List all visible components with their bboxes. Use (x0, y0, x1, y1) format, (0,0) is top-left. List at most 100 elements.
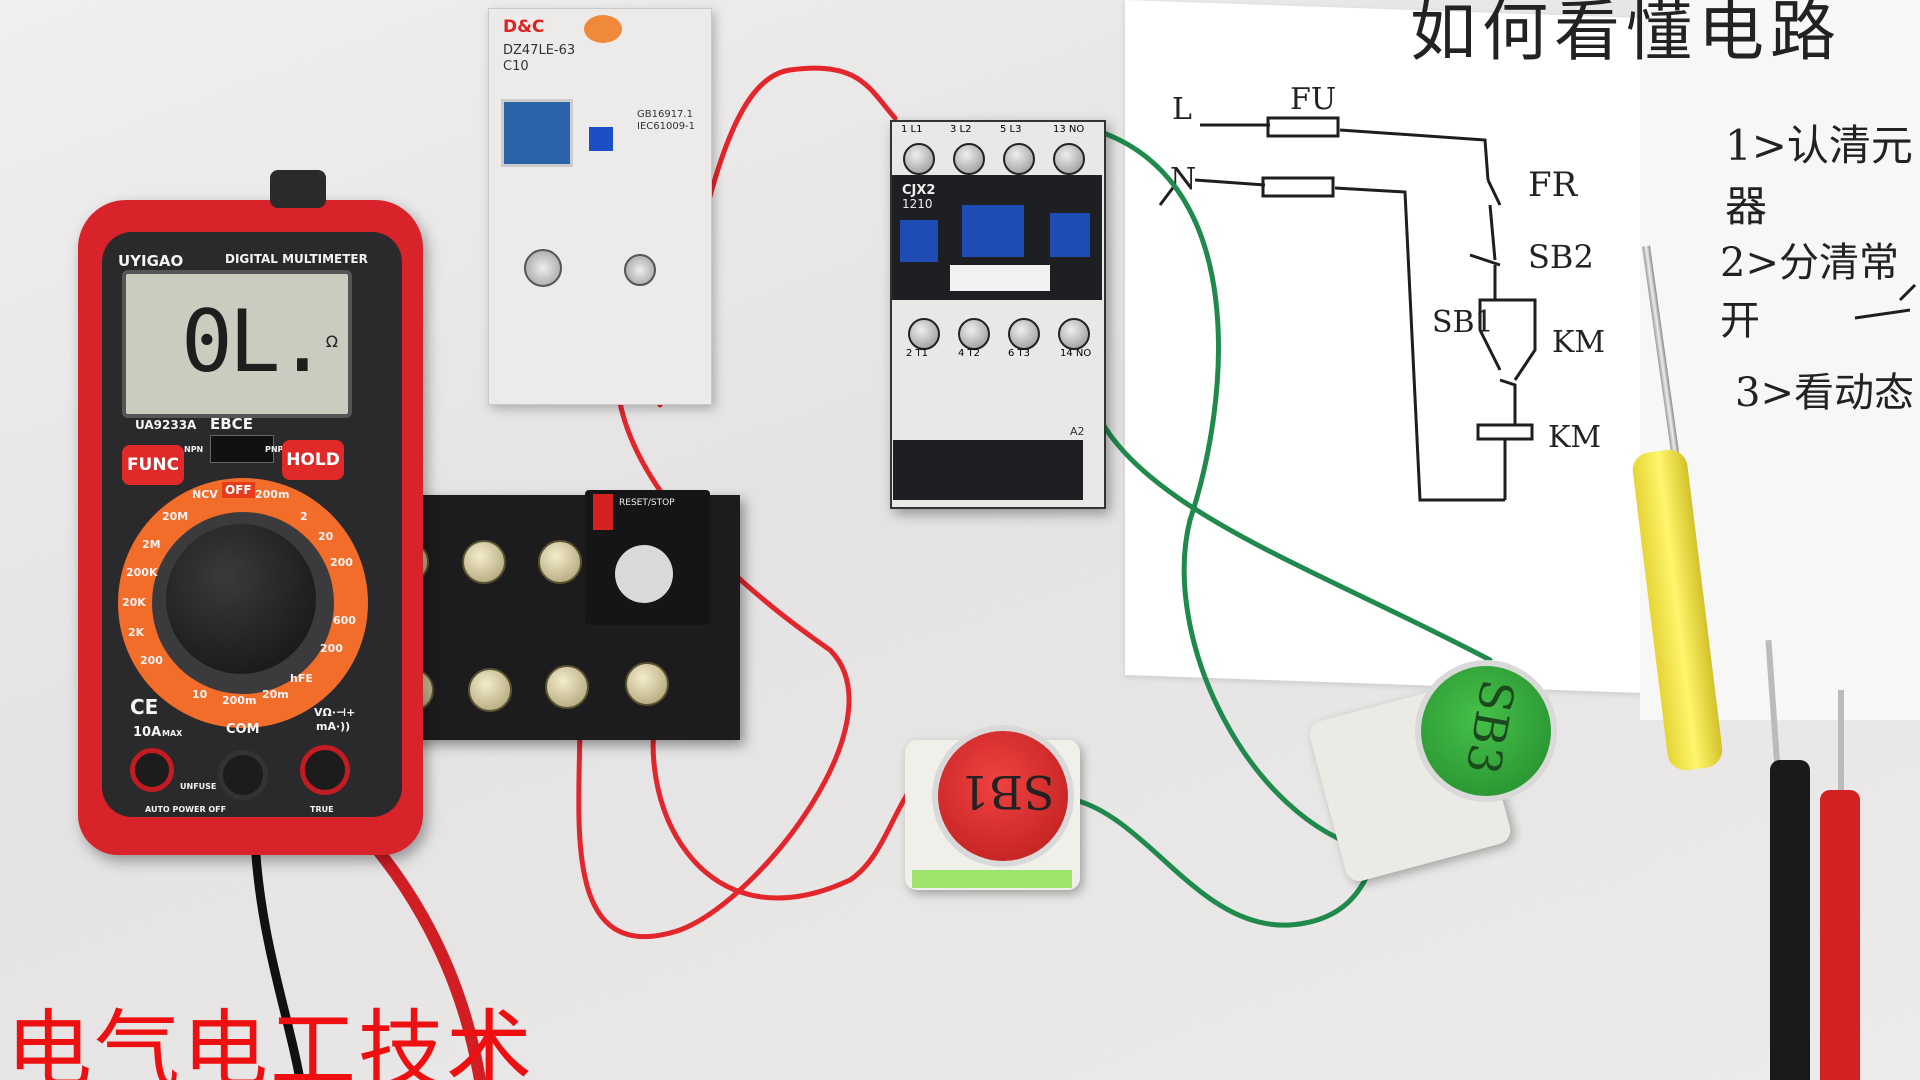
wire-red-to-sb1 (650, 692, 913, 901)
contactor-blue-tab-2 (962, 205, 1024, 257)
sb1-cap-label: SB1 (960, 765, 1055, 819)
lcd-unit: Ω (325, 332, 338, 351)
breaker-brand: D&C (503, 17, 545, 37)
reset-button[interactable] (593, 494, 613, 530)
breaker-standard-1: GB16917.1 (637, 109, 693, 120)
terminal-2-t1: 2 T1 (906, 348, 929, 359)
contactor-blue-tab-1 (900, 220, 938, 262)
contactor-screw (958, 318, 990, 350)
dial-200K: 200K (126, 566, 158, 579)
true-rms-note: TRUE (310, 805, 334, 814)
terminal-1-l1: 1 L1 (901, 124, 923, 135)
dial-2K: 2K (128, 626, 145, 639)
breaker-model: DZ47LE-63 (503, 43, 576, 58)
multimeter-top-cap (270, 170, 326, 208)
test-button[interactable] (584, 15, 622, 43)
schematic-label-fuse: FU (1290, 82, 1337, 117)
schematic-label-sb2: SB2 (1528, 238, 1594, 276)
contactor-label-strip (950, 265, 1050, 291)
jack-10a-max: MAX (162, 729, 183, 738)
breaker-standard-2: IEC61009-1 (637, 121, 696, 132)
jack-com-label: COM (226, 722, 260, 737)
contactor-screw (1058, 318, 1090, 350)
dial-20m: 20m (262, 688, 289, 701)
schematic-label-km-contact: KM (1552, 325, 1606, 360)
sb3-cap-label: SB3 (1455, 675, 1526, 779)
paper-step-2: 2>分清常开 (1720, 240, 1899, 344)
lcd-reading: 0L. (181, 292, 328, 392)
wire-green-coil-sb3 (1082, 377, 1493, 663)
paper-heading: 如何看懂电路 (1410, 0, 1842, 70)
sb1-stop-button[interactable]: SB1 (932, 725, 1074, 867)
jack-ma-label: mA·)) (316, 720, 351, 733)
range-selector-knob[interactable] (166, 524, 316, 674)
relay-terminal-screw (625, 662, 669, 706)
dial-20: 20 (318, 530, 334, 543)
unfused-note: UNFUSE (180, 782, 217, 791)
jack-v-ohm[interactable] (300, 745, 350, 795)
multimeter-model: UA9233A (135, 418, 197, 432)
dial-200-a: 200 (320, 642, 343, 655)
wire-red-relay-loop (576, 287, 852, 940)
terminal-5-l3: 5 L3 (1000, 124, 1022, 135)
contactor-coil-label: A2 (1070, 425, 1085, 438)
jack-10a[interactable] (130, 748, 174, 792)
lead-black (250, 835, 305, 1080)
jack-v-label: VΩ·⊣+ (314, 706, 356, 719)
breaker-indicator (589, 127, 613, 151)
contactor-model-sub: 1210 (902, 197, 933, 211)
contactor-screw (1003, 143, 1035, 175)
npn-label: NPN (184, 445, 204, 454)
dial-200-ohm: 200 (140, 654, 163, 667)
schematic-label-n: N (1170, 162, 1197, 197)
schematic-label-fr: FR (1528, 165, 1578, 205)
contactor-base (893, 440, 1083, 500)
terminal-13-no: 13 NO (1053, 124, 1085, 135)
multimeter-brand: UYIGAO (118, 252, 184, 270)
paper-step-3: 3>看动态 (1735, 370, 1914, 416)
contactor-top-terminal-labels: 1 L1 3 L2 5 L3 13 NO (895, 124, 1100, 140)
contactor-screw (1008, 318, 1040, 350)
current-adjust-dial[interactable] (615, 545, 673, 603)
terminal-6-t3: 6 T3 (1008, 348, 1031, 359)
paper-step-1: 1>认清元器 (1725, 121, 1913, 231)
dial-200m: 200m (255, 488, 290, 501)
hold-button[interactable]: HOLD (282, 440, 344, 480)
func-button[interactable]: FUNC (122, 445, 184, 485)
red-probe-tip (1838, 690, 1844, 800)
dial-10: 10 (192, 688, 208, 701)
sb1-green-base-edge (912, 870, 1072, 888)
dial-20M: 20M (162, 510, 189, 523)
breaker-rating: C10 (503, 59, 529, 74)
transistor-socket[interactable] (210, 435, 274, 463)
contactor-screw (1053, 143, 1085, 175)
relay-control-head: RESET/STOP (585, 490, 710, 625)
dial-600: 600 (333, 614, 356, 627)
contactor-blue-tab-3 (1050, 213, 1090, 257)
transistor-socket-label: EBCE (210, 415, 253, 433)
relay-terminal-screw (462, 540, 506, 584)
dial-off: OFF (222, 482, 255, 498)
dial-2M: 2M (142, 538, 161, 551)
dial-20K: 20K (122, 596, 146, 609)
dial-2: 2 (300, 510, 308, 523)
contactor-body: CJX2 1210 (892, 175, 1102, 300)
relay-terminal-screw (538, 540, 582, 584)
multimeter-type: DIGITAL MULTIMETER (225, 252, 368, 266)
sb3-start-button[interactable]: SB3 (1415, 660, 1557, 802)
jack-com[interactable] (218, 750, 268, 800)
terminal-4-t2: 4 T2 (958, 348, 981, 359)
black-test-probe (1770, 760, 1810, 1080)
multimeter-lcd: 0L. Ω (122, 270, 352, 418)
contactor-model: CJX2 (902, 183, 936, 198)
rcbo-breaker: D&C DZ47LE-63 C10 GB16917.1 IEC61009-1 (488, 8, 712, 405)
video-caption: 电气电工技术 (6, 1001, 534, 1080)
contactor-screw (908, 318, 940, 350)
terminal-14-no: 14 NO (1060, 348, 1092, 359)
jack-10a-label: 10A (133, 725, 162, 740)
terminal-3-l2: 3 L2 (950, 124, 972, 135)
contactor-bottom-terminal-labels: 2 T1 4 T2 6 T3 14 NO (900, 348, 1105, 362)
breaker-toggle[interactable] (501, 99, 573, 167)
